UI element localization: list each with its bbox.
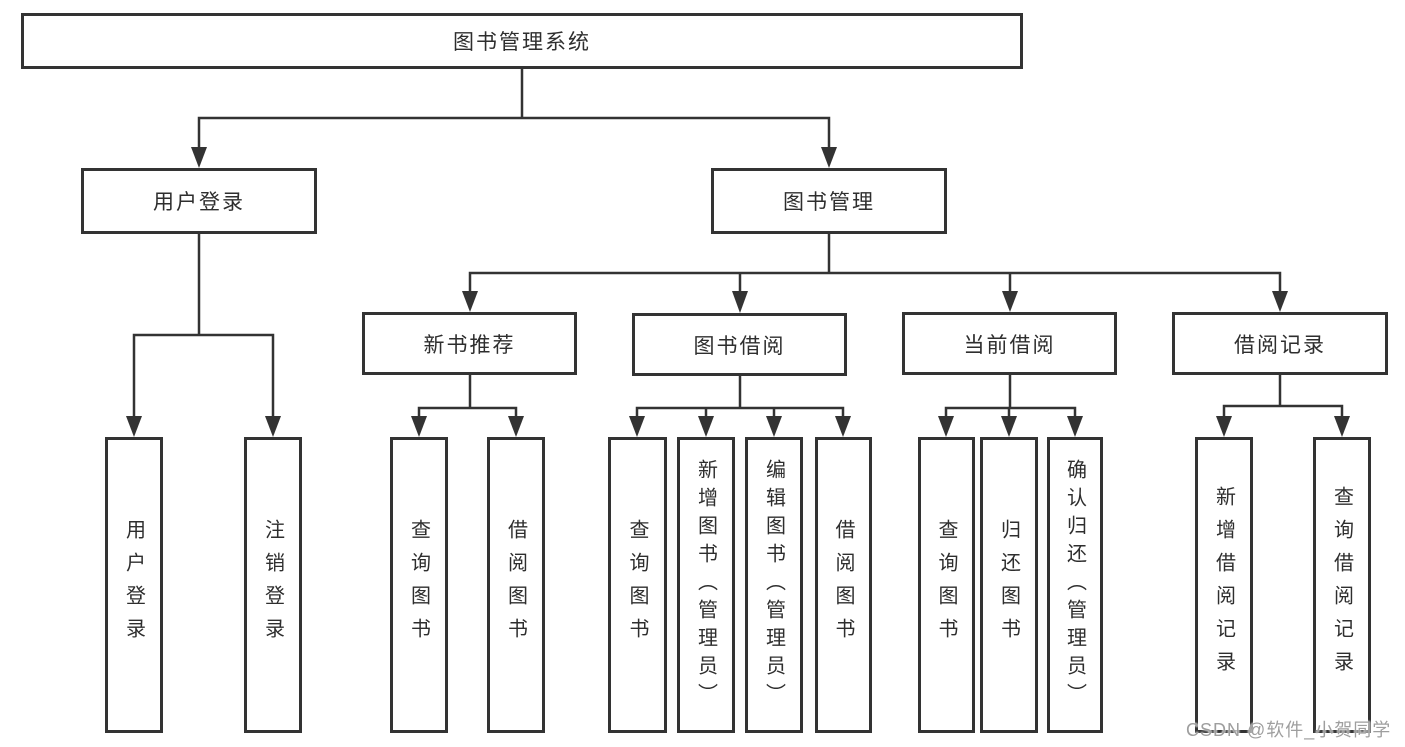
node-book-borrow-label: 图书借阅 (693, 334, 786, 358)
node-new-book-recommend-label: 新书推荐 (423, 333, 516, 357)
node-leaf-logout: 注销登录 (244, 437, 302, 733)
node-borrow-records-label: 借阅记录 (1234, 333, 1326, 357)
node-leaf-nb-query-book-label: 查询图书 (407, 519, 430, 651)
node-leaf-br-query-record: 查询借阅记录 (1313, 437, 1371, 733)
node-leaf-bb-add-book: 新增图书（管理员） (677, 437, 735, 733)
node-user-login: 用户登录 (81, 168, 317, 234)
node-leaf-br-add-record: 新增借阅记录 (1195, 437, 1253, 733)
arrowheads (126, 147, 1350, 437)
node-current-borrow: 当前借阅 (902, 312, 1117, 375)
node-leaf-bb-query-book-label: 查询图书 (626, 519, 648, 651)
node-book-borrow: 图书借阅 (632, 313, 847, 376)
node-user-login-label: 用户登录 (153, 191, 245, 214)
node-leaf-nb-borrow-book: 借阅图书 (487, 437, 545, 733)
node-leaf-user-login-label: 用户登录 (122, 519, 145, 651)
node-leaf-cb-confirm-return-label: 确认归还（管理员） (1063, 459, 1086, 711)
node-leaf-cb-return-book-label: 归还图书 (997, 519, 1020, 651)
node-leaf-logout-label: 注销登录 (261, 519, 284, 651)
csdn-watermark: CSDN @软件_小贺同学 (1186, 720, 1392, 740)
node-leaf-nb-borrow-book-label: 借阅图书 (504, 519, 527, 651)
node-leaf-cb-confirm-return: 确认归还（管理员） (1047, 437, 1103, 733)
node-leaf-cb-return-book: 归还图书 (980, 437, 1038, 733)
node-book-management-label: 图书管理 (783, 191, 875, 214)
node-root: 图书管理系统 (21, 13, 1023, 69)
node-new-book-recommend: 新书推荐 (362, 312, 577, 375)
node-leaf-bb-query-book: 查询图书 (608, 437, 667, 733)
node-leaf-cb-query-book-label: 查询图书 (935, 519, 957, 651)
node-leaf-bb-edit-book: 编辑图书（管理员） (745, 437, 803, 733)
node-book-management: 图书管理 (711, 168, 947, 234)
node-leaf-bb-borrow-book: 借阅图书 (815, 437, 872, 733)
node-leaf-cb-query-book: 查询图书 (918, 437, 975, 733)
node-leaf-br-add-record-label: 新增借阅记录 (1212, 486, 1235, 684)
node-leaf-bb-borrow-book-label: 借阅图书 (832, 519, 854, 651)
node-root-label: 图书管理系统 (453, 31, 591, 54)
node-leaf-nb-query-book: 查询图书 (390, 437, 448, 733)
node-leaf-bb-edit-book-label: 编辑图书（管理员） (762, 459, 785, 711)
node-leaf-br-query-record-label: 查询借阅记录 (1330, 486, 1353, 684)
node-leaf-bb-add-book-label: 新增图书（管理员） (694, 459, 717, 711)
node-current-borrow-label: 当前借阅 (963, 333, 1056, 357)
node-leaf-user-login: 用户登录 (105, 437, 163, 733)
node-borrow-records: 借阅记录 (1172, 312, 1388, 375)
